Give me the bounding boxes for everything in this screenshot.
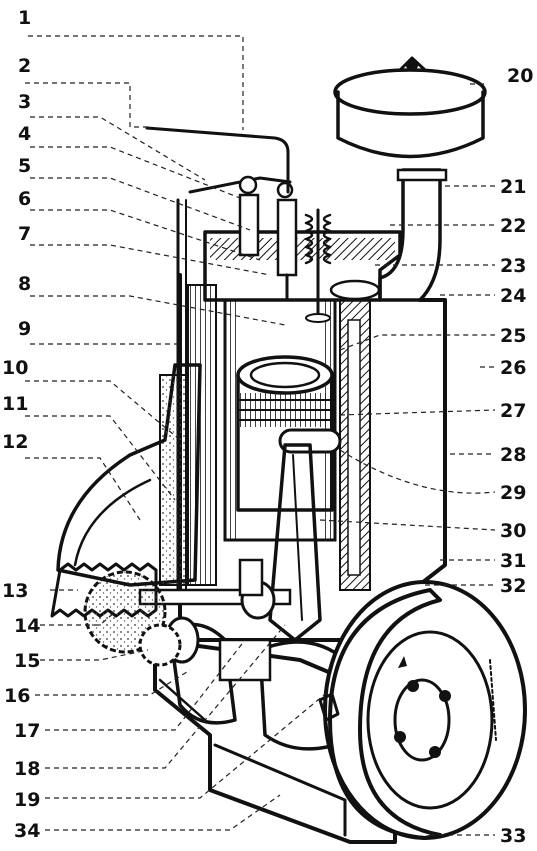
leader-lines	[25, 35, 496, 836]
callout-2: 2	[18, 55, 31, 77]
callout-16: 16	[4, 685, 30, 707]
callout-29: 29	[500, 482, 526, 504]
valve-gear	[188, 175, 332, 323]
timing-gears	[50, 562, 182, 667]
timing-cover	[56, 363, 202, 587]
air-filter	[333, 56, 487, 159]
callout-19: 19	[14, 789, 40, 811]
callout-3: 3	[18, 91, 31, 113]
intake-pipe	[378, 168, 442, 302]
flywheel	[323, 580, 527, 840]
callout-20: 20	[507, 65, 533, 87]
callout-27: 27	[500, 400, 526, 422]
callout-1: 1	[18, 7, 31, 29]
callout-34: 34	[14, 820, 40, 842]
callout-21: 21	[500, 176, 526, 198]
callout-10: 10	[2, 357, 28, 379]
callout-30: 30	[500, 520, 526, 542]
callout-24: 24	[500, 285, 526, 307]
callout-25: 25	[500, 325, 526, 347]
piston	[236, 355, 342, 512]
crankshaft	[164, 616, 352, 751]
callout-4: 4	[18, 123, 31, 145]
engine-cutaway-icon	[50, 56, 527, 844]
left-water-jacket	[187, 284, 217, 586]
callout-14: 14	[14, 615, 40, 637]
callout-6: 6	[18, 188, 31, 210]
camshaft	[138, 558, 292, 620]
callout-26: 26	[500, 357, 526, 379]
callout-12: 12	[2, 431, 28, 453]
callout-31: 31	[500, 550, 526, 572]
callout-23: 23	[500, 255, 526, 277]
callout-7: 7	[18, 223, 31, 245]
callout-17: 17	[14, 720, 40, 742]
callout-9: 9	[18, 318, 31, 340]
callout-28: 28	[500, 444, 526, 466]
callout-33: 33	[500, 825, 526, 847]
callout-11: 11	[2, 393, 28, 415]
callout-8: 8	[18, 273, 31, 295]
callout-32: 32	[500, 575, 526, 597]
valve-spring	[304, 208, 332, 323]
callout-22: 22	[500, 215, 526, 237]
callout-18: 18	[14, 758, 40, 780]
callout-labels: 1 2 3 4 5 6 7 8 9 10 11 12 13 14 15 16 1…	[2, 7, 533, 847]
callout-5: 5	[18, 155, 31, 177]
callout-15: 15	[14, 650, 40, 672]
cylinder-head	[203, 230, 402, 302]
callout-13: 13	[2, 580, 28, 602]
fuel-pipe	[145, 126, 290, 194]
